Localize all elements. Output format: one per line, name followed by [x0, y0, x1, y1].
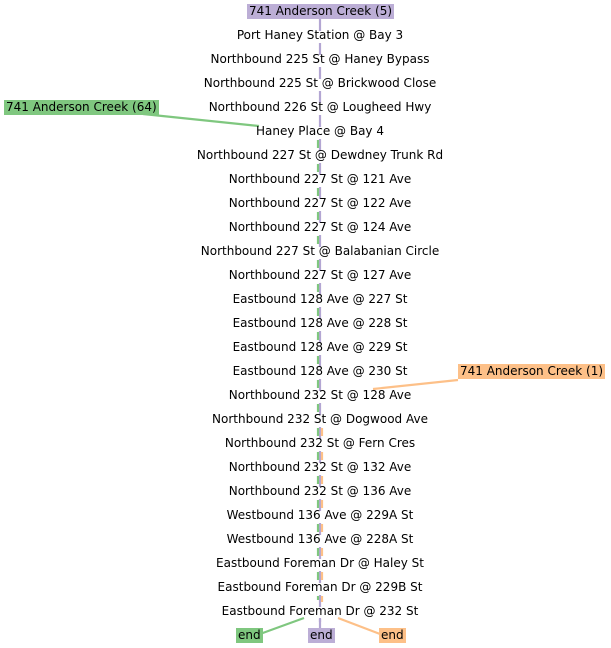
stop-label: Eastbound 128 Ave @ 230 St [232, 364, 408, 378]
stop-label: Eastbound 128 Ave @ 229 St [232, 340, 408, 354]
stop-label: Northbound 225 St @ Brickwood Close [203, 76, 437, 90]
stop-label: Northbound 232 St @ 136 Ave [228, 484, 412, 498]
stop-label: Northbound 232 St @ Fern Cres [224, 436, 416, 450]
end-connector-green [259, 616, 305, 636]
stop-label: Eastbound Foreman Dr @ 229B St [217, 580, 423, 594]
end-label-green: end [236, 628, 263, 643]
stop-label: Northbound 227 St @ 127 Ave [228, 268, 412, 282]
route-line-orange-branch [372, 378, 459, 391]
route-line-green-branch [142, 112, 260, 128]
stop-label: Northbound 232 St @ 128 Ave [228, 388, 412, 402]
stop-label: Northbound 227 St @ 122 Ave [228, 196, 412, 210]
stop-label: Northbound 227 St @ 124 Ave [228, 220, 412, 234]
stop-label: Northbound 232 St @ Dogwood Ave [212, 412, 428, 426]
route-label-purple: 741 Anderson Creek (5) [247, 4, 395, 19]
stop-label: Northbound 227 St @ Balabanian Circle [200, 244, 440, 258]
stop-label: Northbound 227 St @ 121 Ave [228, 172, 412, 186]
end-label-orange: end [379, 628, 406, 643]
stop-label: Westbound 136 Ave @ 228A St [226, 532, 414, 546]
stop-label: Haney Place @ Bay 4 [256, 124, 384, 138]
stop-label: Port Haney Station @ Bay 3 [236, 28, 404, 42]
route-label-green: 741 Anderson Creek (64) [4, 100, 159, 115]
stop-label: Northbound 225 St @ Haney Bypass [210, 52, 430, 66]
stop-label: Eastbound 128 Ave @ 227 St [232, 292, 408, 306]
stop-label: Northbound 227 St @ Dewdney Trunk Rd [196, 148, 444, 162]
stop-label: Westbound 136 Ave @ 229A St [226, 508, 414, 522]
stop-label: Eastbound Foreman Dr @ Haley St [216, 556, 424, 570]
route-label-orange: 741 Anderson Creek (1) [458, 364, 606, 379]
end-label-purple: end [308, 628, 335, 643]
stop-label: Northbound 232 St @ 132 Ave [228, 460, 412, 474]
stop-label: Eastbound 128 Ave @ 228 St [232, 316, 408, 330]
stop-label: Northbound 226 St @ Lougheed Hwy [208, 100, 432, 114]
stop-label: Eastbound Foreman Dr @ 232 St [221, 604, 419, 618]
end-connector-orange [337, 616, 381, 636]
